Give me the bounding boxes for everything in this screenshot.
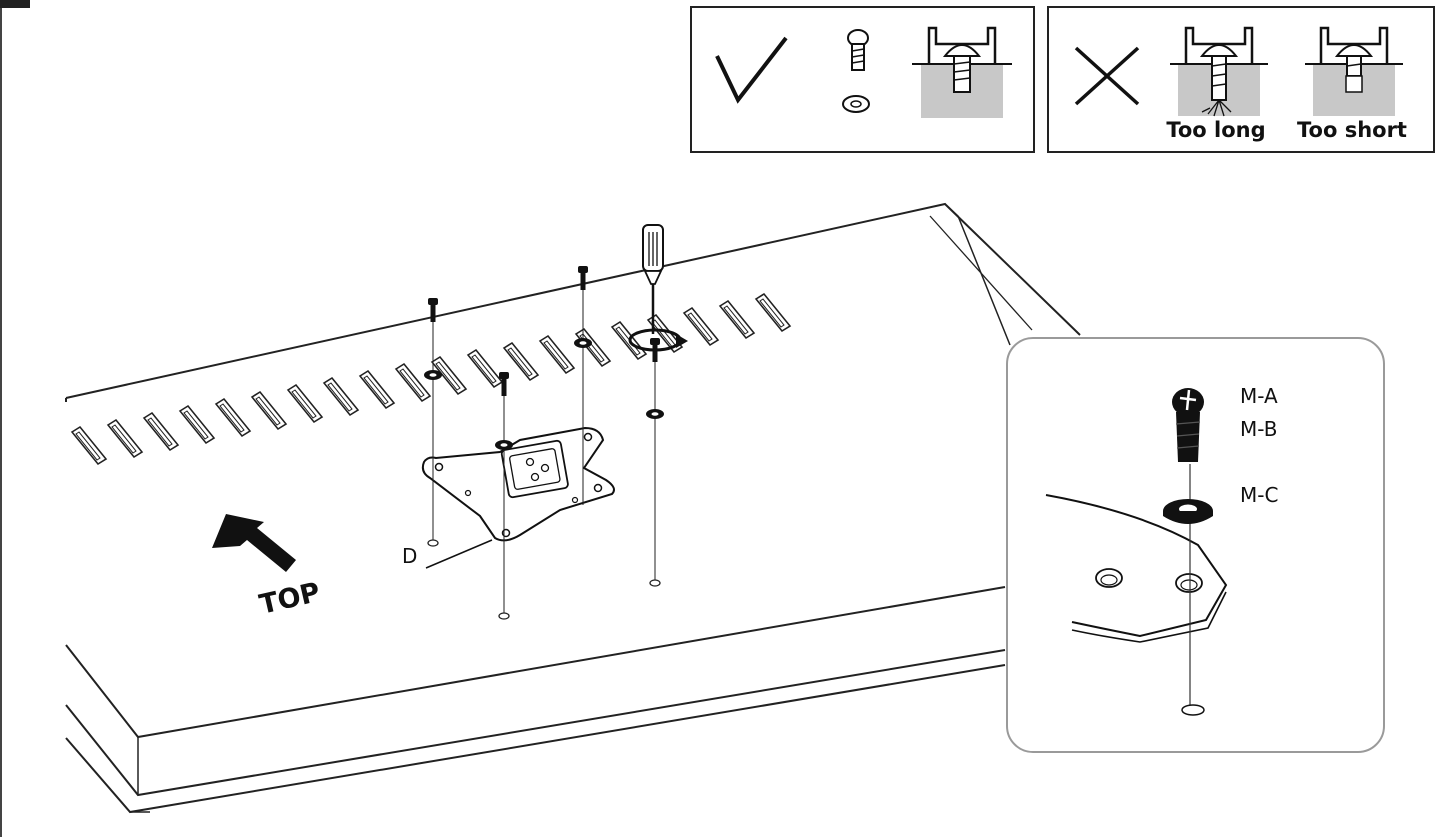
too-short-screw-section-icon bbox=[1305, 26, 1403, 116]
check-mark-icon bbox=[715, 36, 788, 104]
screwdriver-icon bbox=[642, 224, 664, 334]
correct-screw-panel bbox=[690, 6, 1035, 153]
top-direction-arrow-icon bbox=[212, 514, 296, 572]
too-short-label: Too short bbox=[1297, 118, 1407, 142]
screw-detail-inset: M-A M-B M-C bbox=[1006, 337, 1385, 753]
bracket-label: D bbox=[402, 544, 417, 568]
mounting-screws bbox=[424, 266, 664, 450]
too-long-screw-section-icon bbox=[1170, 26, 1268, 117]
screw-label-m-b: M-B bbox=[1240, 417, 1277, 441]
top-label: TOP bbox=[257, 577, 324, 621]
vesa-bracket bbox=[421, 426, 615, 542]
washer-icon bbox=[842, 95, 870, 113]
screw-label-m-a: M-A bbox=[1240, 384, 1278, 408]
incorrect-screw-panel: Too long Too short bbox=[1047, 6, 1435, 153]
tv-back-panel: TOP D bbox=[65, 202, 1081, 814]
too-long-label: Too long bbox=[1166, 118, 1265, 142]
washer-label-m-c: M-C bbox=[1240, 483, 1278, 507]
correct-length-screw-section-icon bbox=[912, 26, 1012, 118]
screw-m-a-m-b-icon bbox=[1172, 388, 1204, 462]
washer-m-c-icon bbox=[1163, 499, 1213, 524]
rotation-arrow-icon bbox=[628, 328, 688, 352]
cross-mark-icon bbox=[1074, 46, 1140, 106]
alignment-guide-lines bbox=[432, 290, 656, 614]
screw-icon bbox=[847, 29, 869, 71]
